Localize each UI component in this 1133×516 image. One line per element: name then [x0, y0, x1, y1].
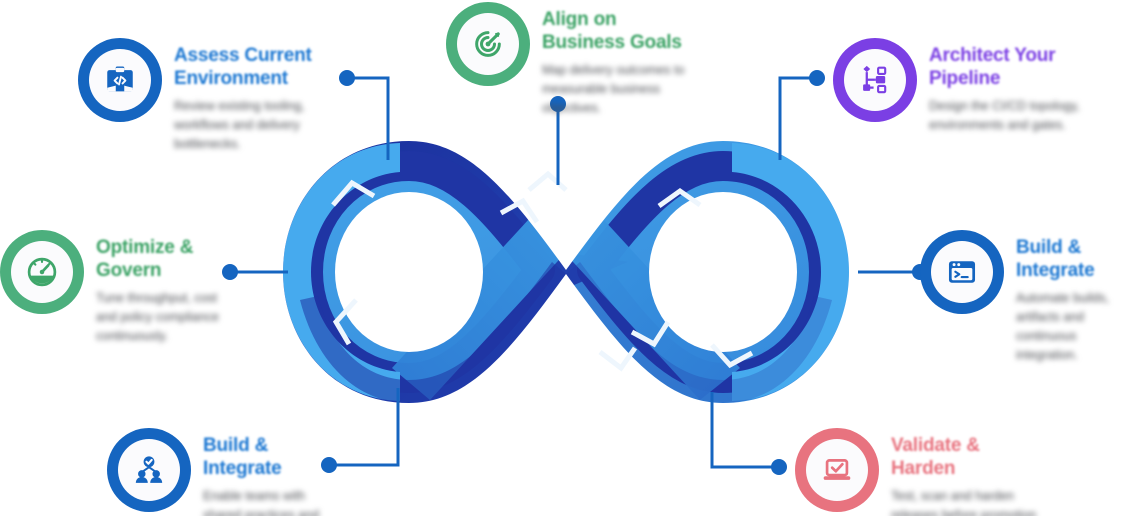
icon-ring-assess [78, 38, 162, 122]
connector-validate [710, 392, 778, 469]
node-title-build-right: Build & Integrate [1016, 237, 1095, 282]
node-validate-and-harden[interactable]: Validate & Harden Test, scan and harden … [795, 428, 1045, 516]
node-title-align: Align on Business Goals [542, 9, 682, 54]
node-body-assess: Review existing tooling, workflows and d… [174, 99, 305, 151]
gauge-speedometer-icon [27, 257, 57, 287]
team-check-icon [135, 456, 163, 483]
node-text-build-bottom: Build & Integrate Enable teams with shar… [203, 428, 342, 516]
target-dart-icon [475, 31, 501, 57]
node-text-validate: Validate & Harden Test, scan and harden … [891, 428, 1045, 516]
node-body-validate: Test, scan and harden releases before pr… [891, 489, 1037, 516]
connector-dot-validate [771, 459, 787, 475]
node-title-architect: Architect Your Pipeline [929, 45, 1056, 90]
connector-dot-architect [809, 70, 825, 86]
connector-architect [778, 76, 816, 160]
node-text-build-right: Build & Integrate Automate builds, artif… [1016, 230, 1133, 364]
icon-ring-architect [833, 38, 917, 122]
node-body-architect: Design the CI/CD topology, environments … [929, 99, 1080, 133]
icon-ring-build-bottom [107, 428, 191, 512]
node-optimize-and-govern[interactable]: Optimize & Govern Tune throughput, cost … [0, 230, 225, 346]
node-title-validate: Validate & Harden [891, 435, 980, 480]
node-text-optimize: Optimize & Govern Tune throughput, cost … [96, 230, 225, 346]
node-align-on-business-goals[interactable]: Align on Business Goals Map delivery out… [446, 2, 696, 118]
clipboard-code-icon [107, 66, 133, 92]
node-body-build-bottom: Enable teams with shared practices and r… [203, 489, 320, 516]
node-title-assess: Assess Current Environment [174, 45, 312, 90]
node-text-assess: Assess Current Environment Review existi… [174, 38, 323, 154]
node-text-align: Align on Business Goals Map delivery out… [542, 2, 696, 118]
icon-ring-optimize [0, 230, 84, 314]
connector-assess [348, 76, 390, 160]
node-body-optimize: Tune throughput, cost and policy complia… [96, 291, 219, 343]
laptop-check-icon [823, 459, 851, 480]
node-text-architect: Architect Your Pipeline Design the CI/CD… [929, 38, 1083, 135]
node-build-and-integrate-bottom[interactable]: Build & Integrate Enable teams with shar… [107, 428, 342, 516]
terminal-console-icon [948, 261, 976, 283]
pipeline-flow-icon [863, 65, 887, 94]
icon-ring-align [446, 2, 530, 86]
icon-ring-validate [795, 428, 879, 512]
node-architect-your-pipeline[interactable]: Architect Your Pipeline Design the CI/CD… [833, 38, 1083, 135]
node-build-and-integrate-right[interactable]: Build & Integrate Automate builds, artif… [920, 230, 1133, 364]
connector-dot-assess [339, 70, 355, 86]
node-title-build-bottom: Build & Integrate [203, 435, 282, 480]
node-body-align: Map delivery outcomes to measurable busi… [542, 63, 685, 115]
icon-ring-build-right [920, 230, 1004, 314]
node-body-build-right: Automate builds, artifacts and continuou… [1016, 291, 1110, 362]
node-assess-current-environment[interactable]: Assess Current Environment Review existi… [78, 38, 323, 154]
node-title-optimize: Optimize & Govern [96, 237, 194, 282]
